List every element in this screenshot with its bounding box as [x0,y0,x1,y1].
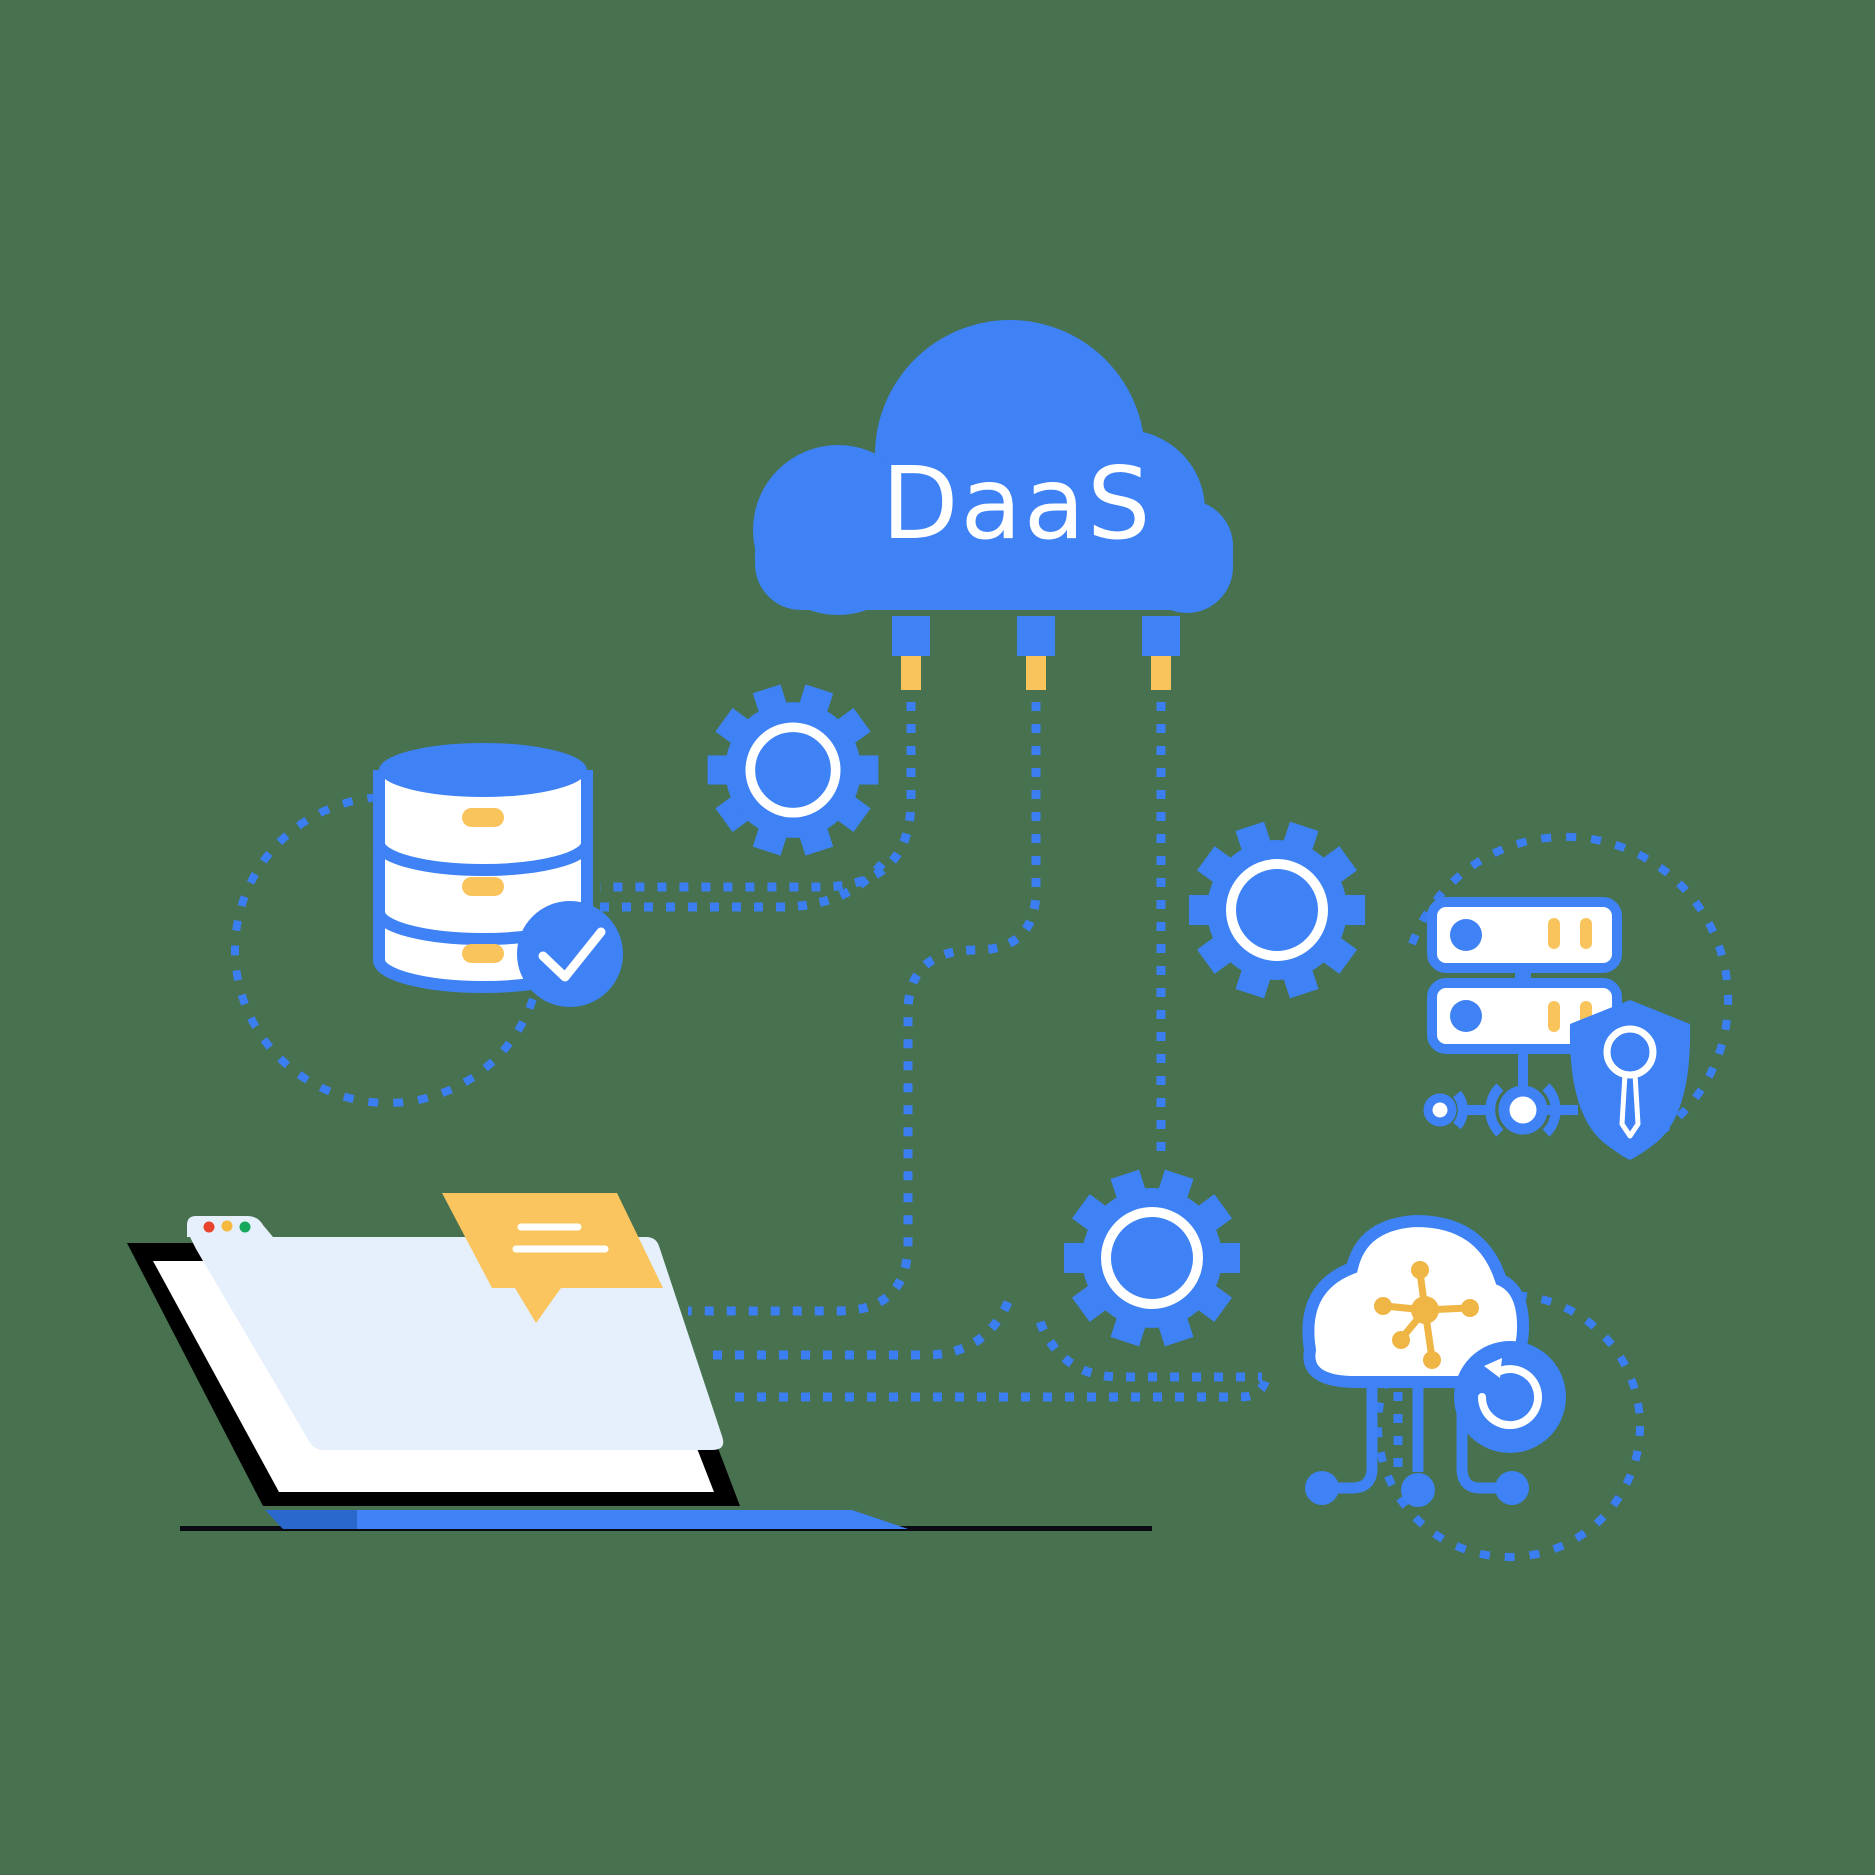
server-led [1580,918,1592,949]
browser-body [190,1237,724,1450]
network-node [1498,1085,1548,1135]
cloud-plug-pin [901,656,921,690]
cloud-plug-pin [1026,656,1046,690]
connector-dotted-line [1035,1320,1262,1382]
database-led [462,944,504,963]
node-pulse-arc [1452,1090,1468,1130]
check-icon [517,901,623,1007]
leg-node [1401,1473,1435,1507]
cloud-sync-icon [1302,1214,1566,1507]
database-led [462,877,504,896]
shield-key-icon [1569,1000,1691,1160]
cloud-plug-pin [1151,656,1171,690]
leg-node [1305,1471,1339,1505]
gear-icon-right [1189,821,1365,999]
leg-node [1495,1471,1529,1505]
laptop-deck [357,1510,908,1529]
cloud-base [755,500,1233,610]
cloud-plug-icon [1142,616,1180,656]
server-unit [1427,897,1622,973]
dashed-circle-sync-cloud [1374,1291,1644,1561]
daas-cloud: DaaS [753,320,1233,690]
connector-dotted-line [688,702,1041,1316]
gear-icon-top [707,684,879,856]
database-top [379,743,587,797]
server-drive-dot [1450,1000,1482,1032]
dashed-circle-servers [1408,832,1733,1157]
node-pulse-arc [1485,1083,1504,1137]
node-pulse-arc [1542,1083,1561,1137]
cloud-plug-icon [1017,616,1055,656]
maximize-dot-icon [239,1221,251,1233]
network-hub-icon [1374,1261,1479,1369]
daas-cloud-label: DaaS [881,445,1152,562]
refresh-icon [1454,1341,1566,1453]
shield [1569,1000,1691,1160]
chat-bubble-icon [442,1193,663,1323]
connector-dotted-line [735,1376,1271,1402]
browser-window [187,1216,724,1450]
database-separator [373,842,593,876]
server-drive-dot [1450,919,1482,951]
server-rack-icon [1423,897,1622,1137]
laptop-deck-shadow [265,1510,357,1529]
server-led [1548,1001,1560,1032]
key-stem [1619,1071,1641,1139]
chat-bubble-body [442,1193,663,1323]
database-icon [373,743,623,1007]
cloud-plug-icon [892,616,930,656]
minimize-dot-icon [221,1220,233,1232]
traffic-light-dots [203,1220,251,1233]
server-led [1548,918,1560,949]
close-dot-icon [203,1221,215,1233]
network-node-small [1423,1093,1457,1127]
database-led [462,808,504,827]
gear-icon-bottom [1064,1169,1240,1347]
cloud-plugs [892,616,1180,690]
